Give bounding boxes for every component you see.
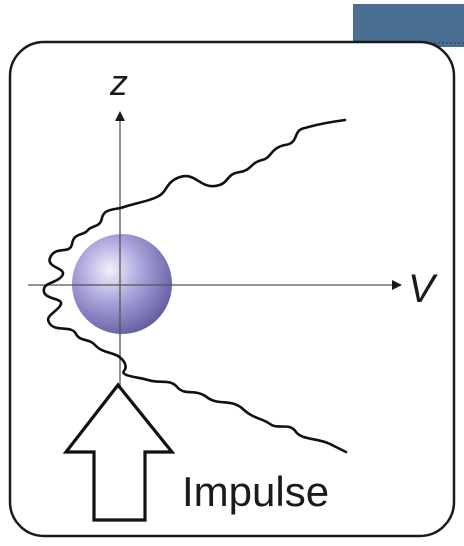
- impulse-label: Impulse: [182, 468, 329, 515]
- sphere-icon: [72, 234, 172, 334]
- corner-block: [353, 4, 464, 47]
- axis-v-label: V: [408, 267, 438, 311]
- axis-z-label: z: [109, 62, 128, 103]
